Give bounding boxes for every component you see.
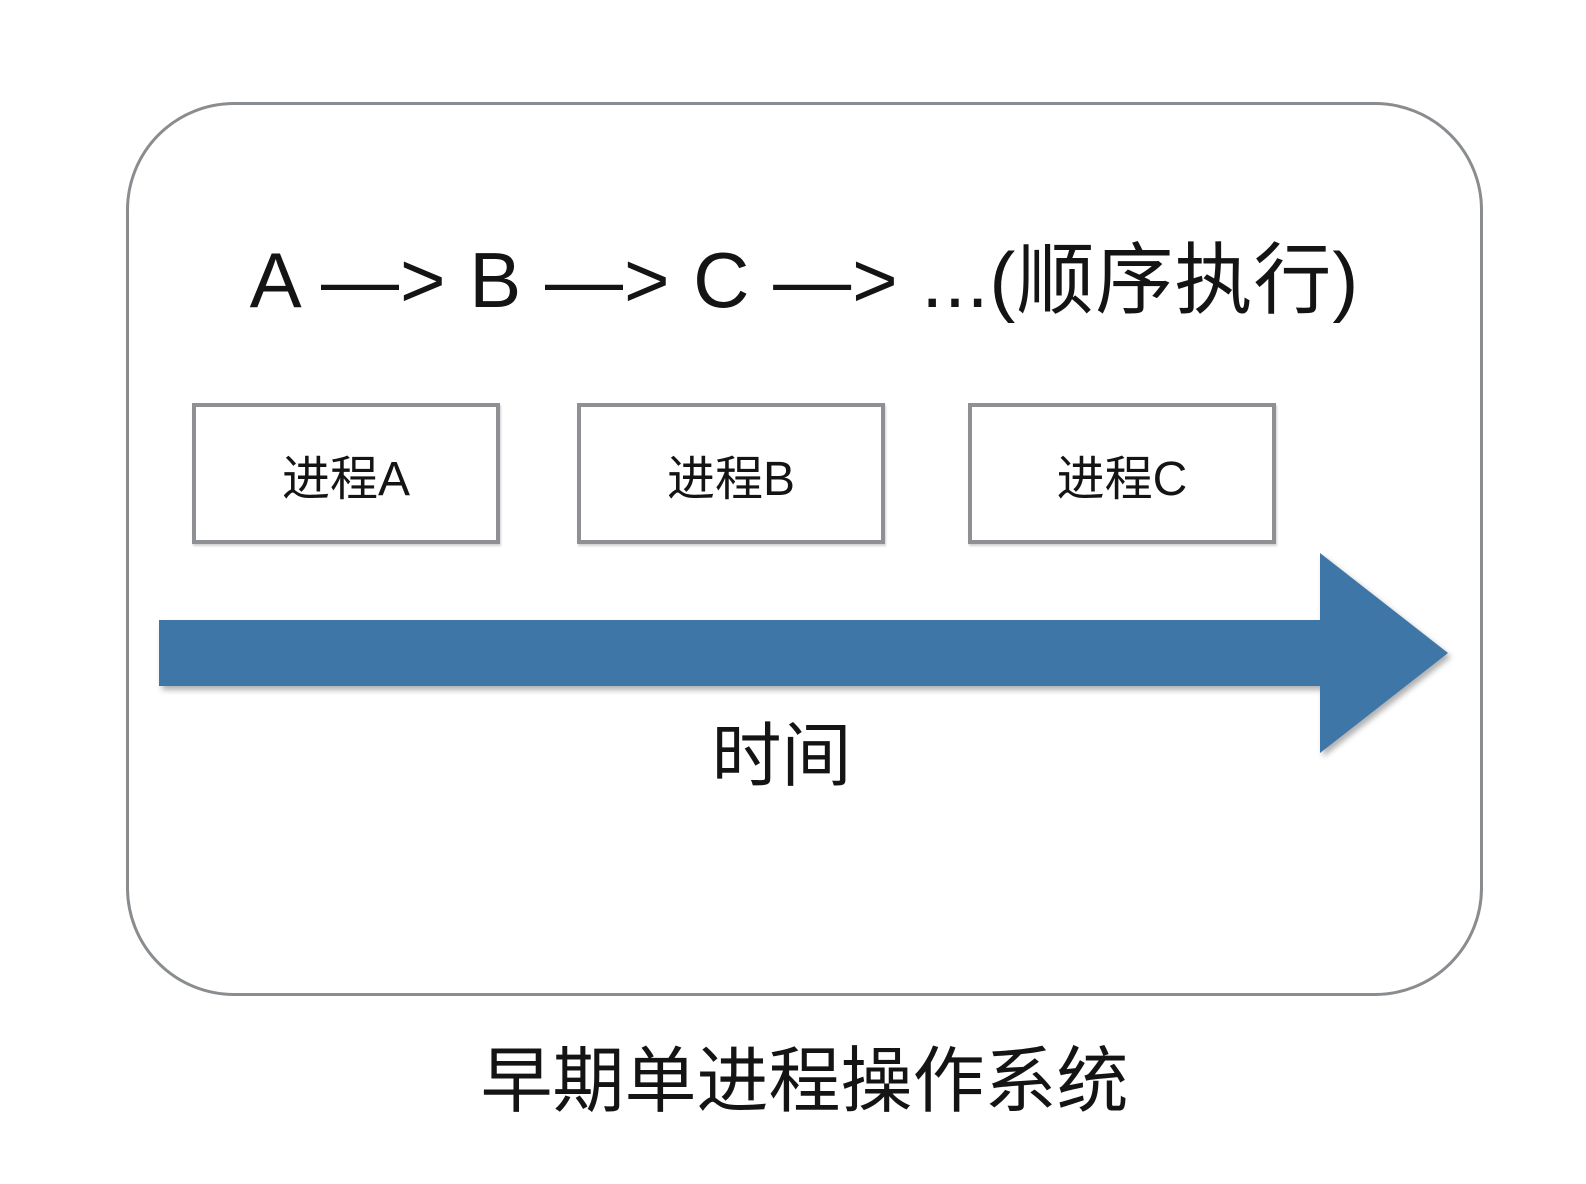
process-b-box: 进程B	[577, 403, 885, 544]
process-c-box: 进程C	[968, 403, 1276, 544]
sequence-execution-title: A —> B —> C —> ...(顺序执行)	[249, 236, 1360, 324]
system-frame	[126, 102, 1483, 996]
process-a-box: 进程A	[192, 403, 500, 544]
process-c-label: 进程C	[1056, 452, 1188, 506]
process-a-label: 进程A	[281, 452, 411, 506]
time-axis-label: 时间	[711, 717, 852, 795]
diagram-caption: 早期单进程操作系统	[480, 1042, 1129, 1122]
process-b-label: 进程B	[666, 452, 796, 506]
